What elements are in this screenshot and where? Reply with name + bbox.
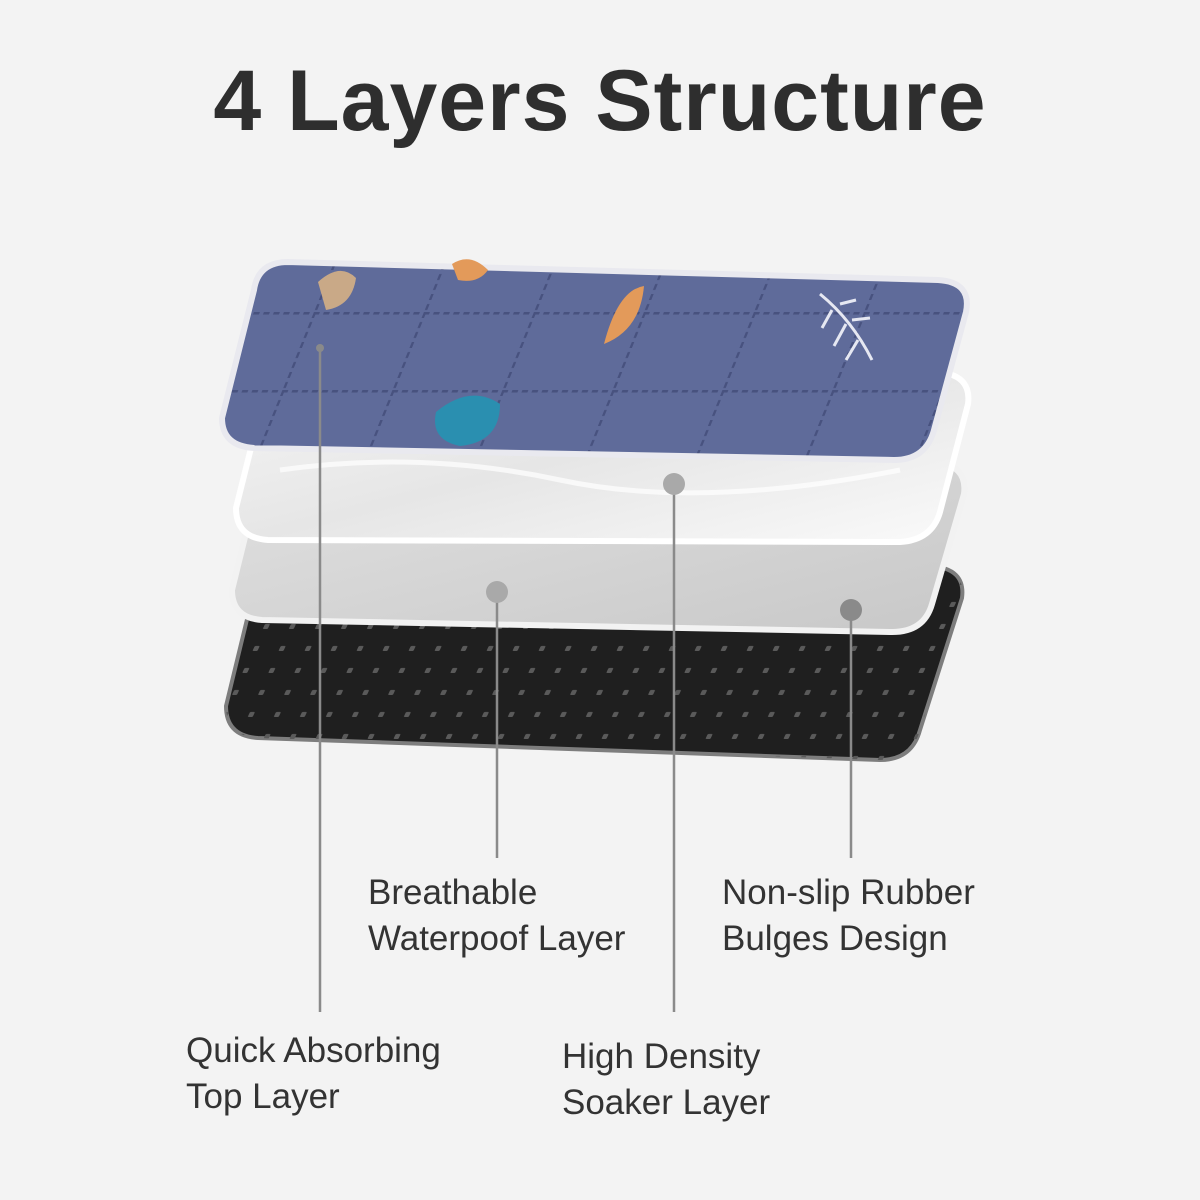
leaf-icon	[318, 270, 356, 310]
callout-dot	[316, 344, 324, 352]
top-layer-label: Quick Absorbing Top Layer	[186, 1031, 441, 1116]
rubber-layer-label: Non-slip Rubber Bulges Design	[722, 873, 975, 958]
leader-lines	[318, 348, 853, 1012]
soaker-layer-label: High Density Soaker Layer	[562, 1037, 771, 1122]
leaf-icon	[452, 259, 488, 281]
callout-dot	[840, 599, 862, 621]
page-title: 4 Layers Structure	[213, 53, 987, 149]
waterproof-layer-label: Breathable Waterpoof Layer	[368, 873, 626, 958]
leaf-icon	[435, 395, 500, 446]
top-layer	[218, 258, 970, 464]
callout-dot	[663, 473, 685, 495]
callout-dot	[486, 581, 508, 603]
leaf-icon	[604, 286, 644, 344]
leaf-icon	[819, 292, 874, 361]
